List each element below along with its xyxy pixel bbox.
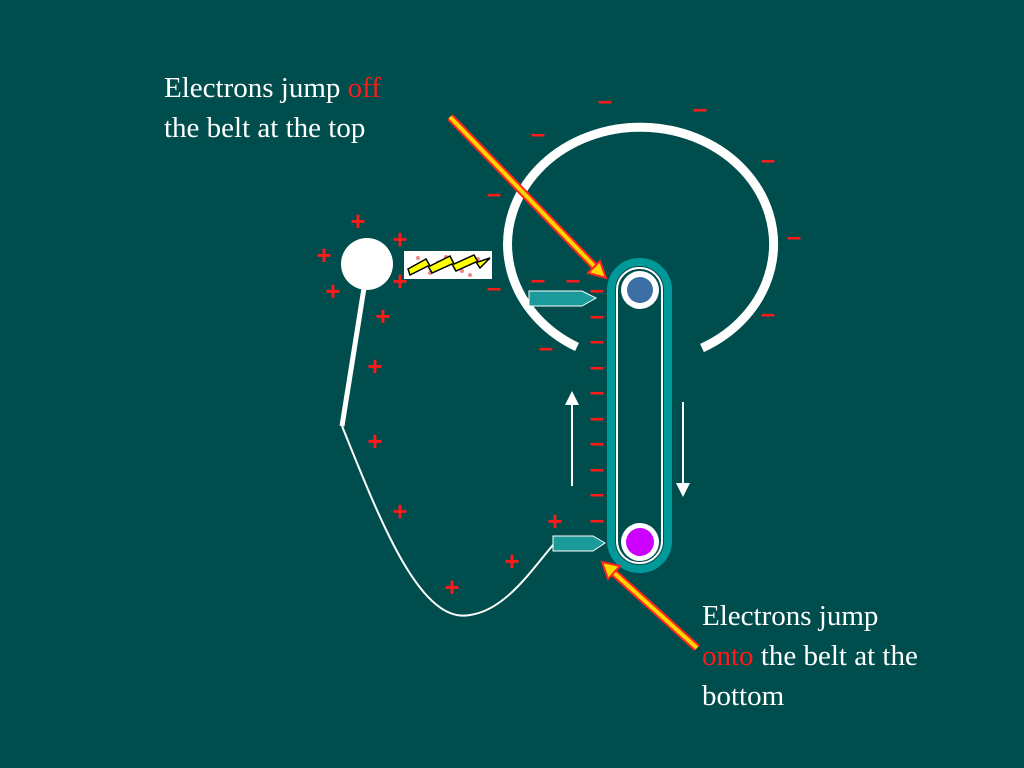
top-brush-comb-icon (528, 290, 598, 307)
positive-charges: ++++++++++++ (316, 206, 562, 602)
bottom-brush-comb-icon (552, 535, 606, 552)
caption-bottom-line1: Electrons jump (702, 600, 879, 632)
caption-bottom-line3: bottom (702, 680, 785, 712)
negative-charge-icon: – (590, 376, 604, 406)
negative-charge-icon: – (590, 453, 604, 483)
discharge-ball-icon (341, 238, 393, 290)
caption-bottom-highlight: onto (702, 640, 754, 672)
negative-charge-icon: – (787, 221, 801, 251)
bottom-pulley-core (626, 528, 654, 556)
spark-icon (407, 254, 491, 277)
top-pulley-core (627, 277, 653, 303)
belt-inner-outline (616, 267, 663, 564)
discharge-rod (339, 287, 367, 427)
positive-charge-icon: + (392, 224, 407, 254)
caption-bottom-text: the belt at the (753, 640, 918, 672)
belt (607, 258, 672, 573)
negative-charge-icon: – (487, 272, 501, 302)
negative-charge-icon: – (531, 118, 545, 148)
negative-charge-icon: – (590, 300, 604, 330)
negative-charge-icon: – (598, 85, 612, 115)
caption-bottom: Electrons jump onto the belt at the bott… (702, 596, 918, 716)
positive-charge-icon: + (325, 276, 340, 306)
negative-charge-icon: – (590, 402, 604, 432)
negative-charge-icon: – (487, 178, 501, 208)
negative-charge-icon: – (761, 144, 775, 174)
positive-charge-icon: + (375, 301, 390, 331)
belt-negative-charges: –––––––––– (590, 274, 604, 534)
dome-sphere (503, 122, 779, 353)
negative-charge-icon: – (761, 298, 775, 328)
negative-charge-icon: – (566, 264, 580, 294)
positive-charge-icon: + (367, 426, 382, 456)
negative-charge-icon: – (693, 93, 707, 123)
negative-charge-icon: – (539, 332, 553, 362)
positive-charge-icon: + (392, 266, 407, 296)
pointer-arrow-bottom-icon (600, 560, 700, 651)
positive-charge-icon: + (392, 496, 407, 526)
caption-top-text: Electrons jump (164, 72, 348, 104)
positive-charge-icon: + (350, 206, 365, 236)
positive-charge-icon: + (316, 240, 331, 270)
positive-charge-icon: + (367, 351, 382, 381)
positive-charge-icon: + (504, 546, 519, 576)
negative-charge-icon: – (590, 274, 604, 304)
caption-top: Electrons jump off the belt at the top (164, 68, 381, 148)
caption-top-line2: the belt at the top (164, 112, 366, 144)
pointer-arrow-top-icon (447, 114, 608, 280)
negative-charge-icon: – (590, 325, 604, 355)
negative-charge-icon: – (531, 264, 545, 294)
positive-charge-icon: + (444, 572, 459, 602)
negative-charge-icon: – (590, 351, 604, 381)
dome-negative-charges: ––––––––––– (487, 85, 801, 362)
positive-charge-icon: + (547, 506, 562, 536)
caption-top-highlight: off (347, 72, 381, 104)
negative-charge-icon: – (590, 504, 604, 534)
ground-wire (341, 425, 554, 617)
negative-charge-icon: – (590, 427, 604, 457)
negative-charge-icon: – (590, 478, 604, 508)
